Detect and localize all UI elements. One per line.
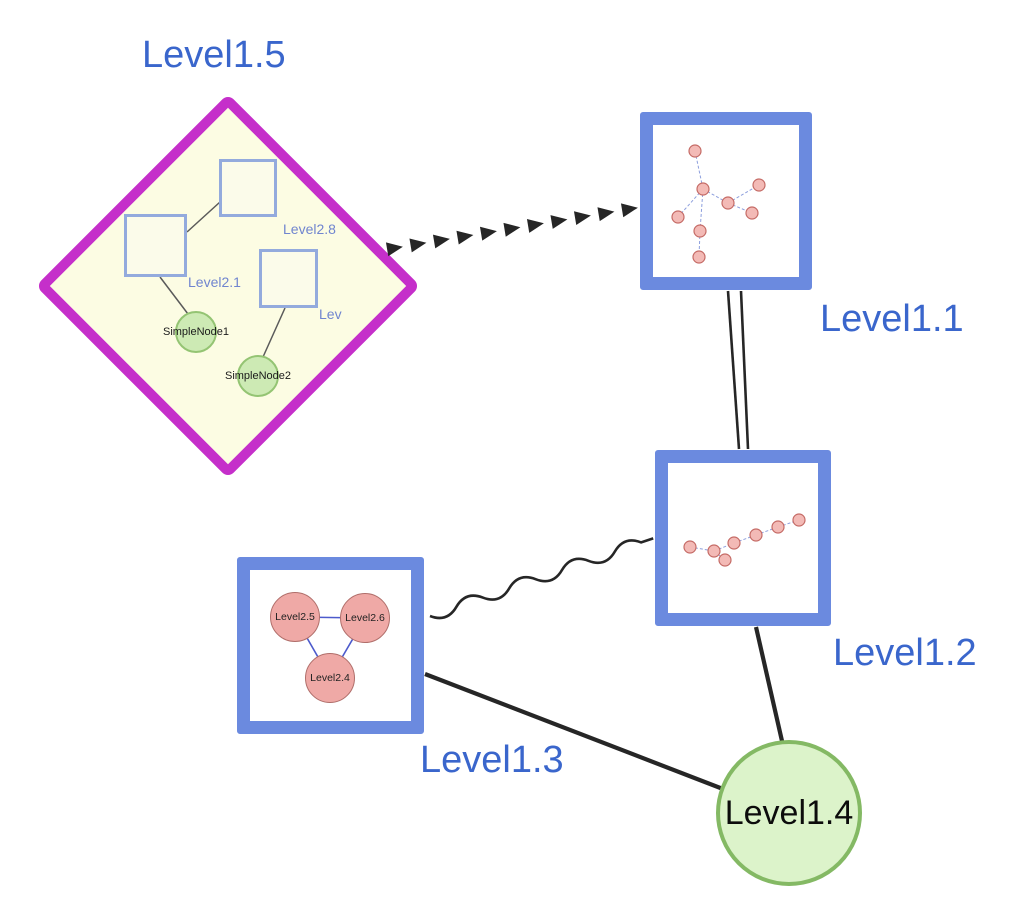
node-label-level1-2: Level1.2 [833, 632, 977, 674]
mini-graph-level1-2 [683, 513, 806, 567]
node-label-level1-3: Level1.3 [420, 739, 564, 781]
node-label-level1-4: Level1.4 [724, 793, 854, 832]
subnode-level2-8-square[interactable] [219, 159, 277, 217]
pink-node-label-level2-5: Level2.5 [275, 611, 315, 623]
mini-graph-node[interactable] [718, 553, 732, 567]
node-level1-1[interactable] [640, 112, 812, 290]
mini-graph-node[interactable] [671, 210, 685, 224]
mini-graph-edge [733, 534, 757, 544]
mini-graph-node[interactable] [749, 528, 763, 542]
subnode-label-lev: Lev [319, 306, 342, 322]
node-level1-2[interactable] [655, 450, 831, 626]
mini-graph-node[interactable] [745, 206, 759, 220]
mini-graph-node[interactable] [683, 540, 697, 554]
mini-graph-edge [755, 526, 779, 536]
subnode-lev-square[interactable] [259, 249, 318, 308]
mini-graph-node[interactable] [771, 520, 785, 534]
subnode-label-level2-1: Level2.1 [188, 274, 241, 290]
edge-level1-3-to-level1-2-wavy [429, 537, 654, 620]
pink-node-label-level2-4: Level2.4 [310, 672, 350, 684]
edge-level1-1-to-level1-2-a [726, 290, 741, 450]
pink-node-level2-6[interactable]: Level2.6 [340, 593, 390, 643]
mini-graph-node[interactable] [692, 250, 706, 264]
pink-node-label-level2-6: Level2.6 [345, 612, 385, 624]
simple-node-2-label: SimpleNode2 [224, 370, 292, 382]
node-level1-4[interactable]: Level1.4 [716, 740, 862, 886]
mini-graph-node[interactable] [721, 196, 735, 210]
mini-graph-edge [777, 519, 800, 528]
subnode-level2-1-square[interactable] [124, 214, 187, 277]
mini-graph-node[interactable] [693, 224, 707, 238]
mini-graph-node[interactable] [696, 182, 710, 196]
simple-node-2[interactable]: SimpleNode2 [225, 355, 291, 397]
subnode-label-level2-8: Level2.8 [283, 221, 336, 237]
mini-graph-node[interactable] [707, 544, 721, 558]
mini-graph-node[interactable] [752, 178, 766, 192]
mini-graph-edge [699, 188, 704, 232]
edge-level1-5-to-level1-1 [385, 203, 638, 257]
mini-graph-node[interactable] [792, 513, 806, 527]
node-level1-3[interactable]: Level2.5 Level2.6 Level2.4 [237, 557, 424, 734]
edge-level1-1-to-level1-2-b [739, 290, 750, 450]
simple-node-1-label: SimpleNode1 [162, 326, 230, 338]
node-label-level1-5: Level1.5 [142, 34, 286, 76]
pink-node-level2-5[interactable]: Level2.5 [270, 592, 320, 642]
edge-level1-2-to-level1-4 [753, 626, 785, 742]
mini-graph-level1-1 [671, 144, 766, 264]
node-label-level1-1: Level1.1 [820, 298, 964, 340]
pink-node-level2-4[interactable]: Level2.4 [305, 653, 355, 703]
mini-graph-node[interactable] [688, 144, 702, 158]
mini-graph-node[interactable] [727, 536, 741, 550]
simple-node-1[interactable]: SimpleNode1 [163, 311, 229, 353]
